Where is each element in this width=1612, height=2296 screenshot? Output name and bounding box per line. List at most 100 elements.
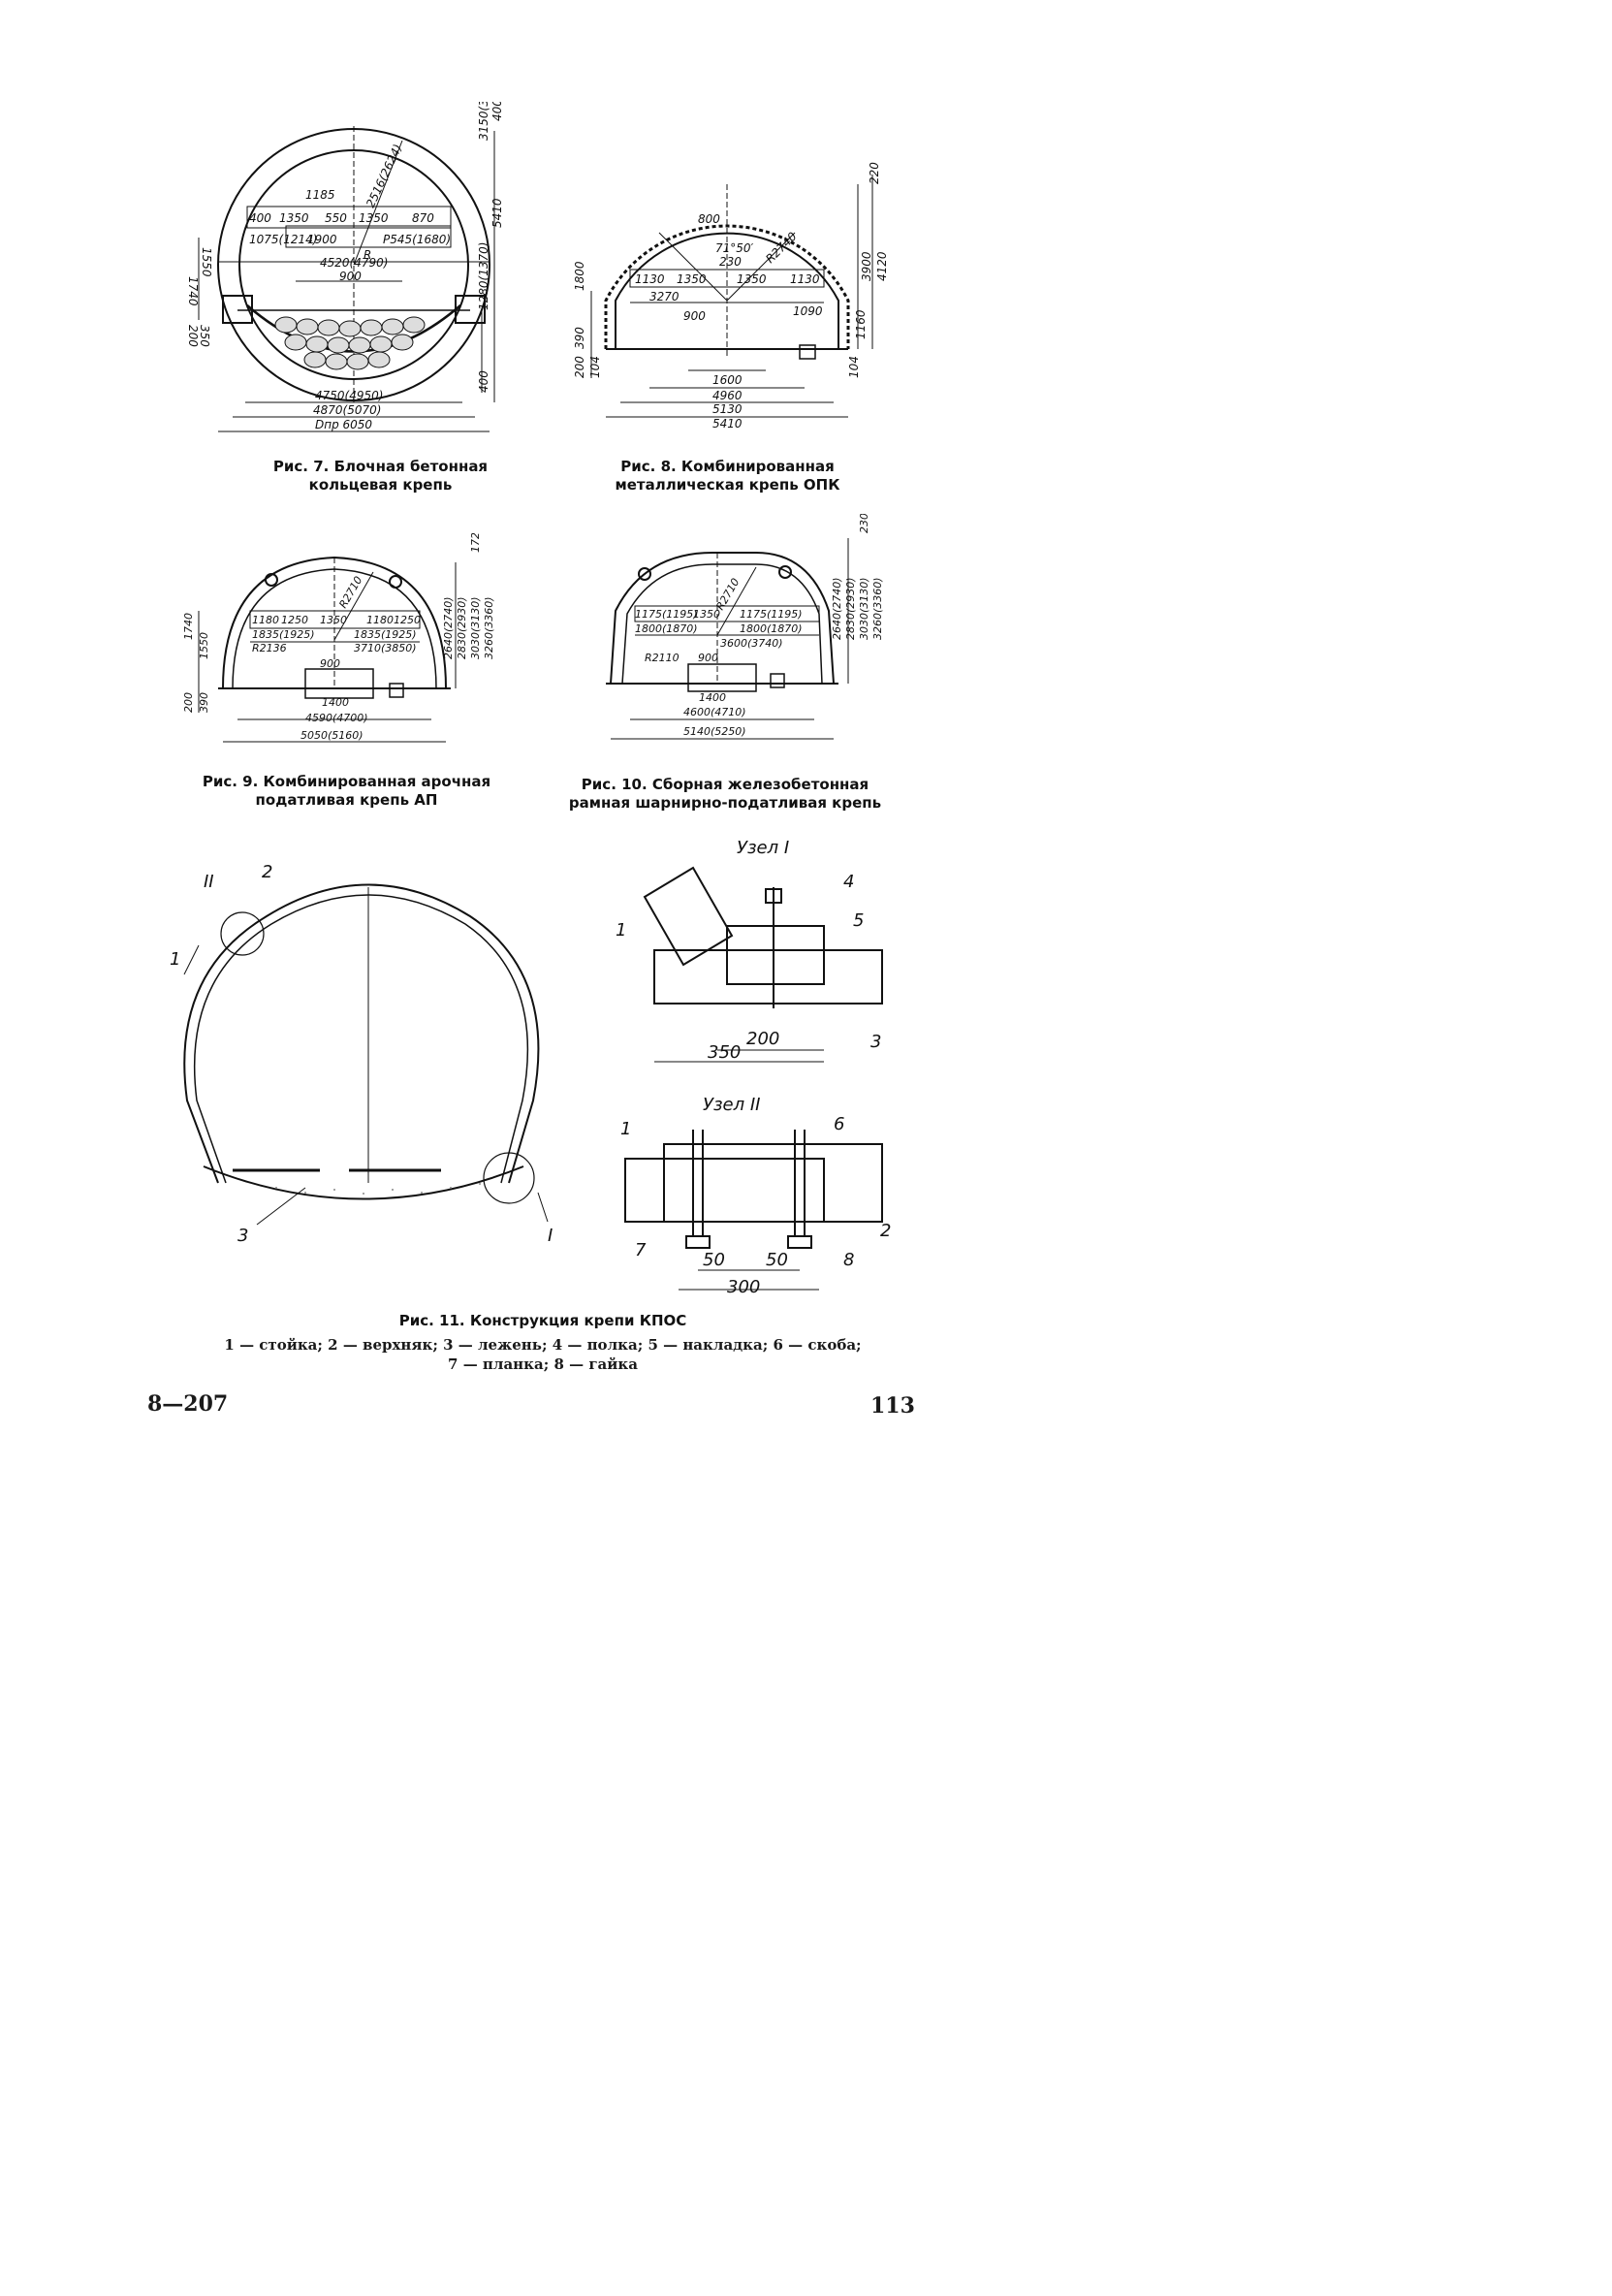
fig11-label: II [204, 872, 214, 892]
fig8-label: 1350 [737, 272, 767, 286]
fig10-caption: Рис. 10. Сборная железобетонная рамная ш… [568, 776, 882, 812]
fig9-label: 5050(5160) [300, 729, 363, 742]
fig7-label: 550 [325, 211, 347, 225]
fig7-label: 5410 [490, 198, 504, 228]
node2-label: 8 [843, 1250, 854, 1270]
footer-signature: 8—207 [147, 1391, 229, 1417]
fig11-label: 1 [170, 949, 180, 970]
node1-label: 4 [843, 872, 854, 892]
fig10-label: 5140(5250) [683, 725, 746, 738]
fig11-label: 2 [262, 862, 272, 882]
fig7-drawing: 1185 2516(2624) R 400 1350 550 1350 870 … [186, 102, 504, 432]
book-page: 1185 2516(2624) R 400 1350 550 1350 870 … [0, 0, 1069, 1518]
fig10-label: 1400 [699, 691, 726, 704]
fig7-label: R [363, 248, 371, 262]
fig9-drawing: R2710 1180 1250 1350 1180 1250 1835(1925… [182, 533, 495, 743]
fig7-label: 4870(5070) [313, 403, 381, 417]
fig9-label: 3710(3850) [354, 642, 417, 654]
fig10-label: 900 [698, 652, 718, 664]
node1-label: 350 [708, 1042, 741, 1063]
fig7-label: 900 [339, 270, 362, 283]
node2-label: 2 [880, 1221, 891, 1241]
fig8-label: 1600 [712, 373, 743, 387]
fig8-label: 800 [698, 212, 720, 226]
fig10-label: 2640(2740) [831, 577, 843, 640]
fig9-label: R2710 [336, 574, 364, 610]
fig7-label: 1550 [200, 247, 213, 277]
fig7-label: 400 [477, 370, 490, 393]
fig9-caption: Рис. 9. Комбинированная арочная податлив… [202, 773, 491, 809]
fig7-label: 1185 [305, 188, 335, 202]
fig8-label: 1130 [635, 272, 665, 286]
fig10-label: 1350 [693, 608, 720, 621]
fig7-label: 4750(4950) [315, 389, 383, 402]
fig11-label: I [548, 1226, 553, 1246]
fig8-label: 1090 [793, 304, 823, 318]
fig8-label: 4960 [712, 389, 743, 402]
fig9-label: 3260(3360) [483, 596, 495, 659]
fig9-label: 172 [469, 533, 482, 553]
fig8-label: R2740 [763, 229, 800, 266]
fig7-label: 3150(3290) [477, 102, 490, 141]
fig8-label: 1160 [854, 309, 868, 339]
fig10-drawing: R2710 1175(1195) 1350 1175(1195) 1800(18… [606, 514, 884, 740]
node1-label: 3 [870, 1032, 881, 1052]
fig10-label: 1800(1870) [635, 622, 698, 635]
fig9-label: 2830(2930) [456, 596, 468, 659]
fig9-label: 1250 [394, 614, 421, 626]
fig10-label: R2710 [713, 576, 742, 612]
fig9-label: 1835(1925) [354, 628, 417, 641]
fig10-label: 1175(1195) [635, 608, 698, 621]
fig9-label: 200 [182, 692, 195, 713]
fig7-label: P545(1680) [383, 233, 451, 246]
fig9-label: 1180 [366, 614, 394, 626]
fig11-node1-drawing: Узел I 4 5 1 3 200 350 [616, 838, 883, 1063]
fig7-label: 1280(1370) [477, 242, 490, 310]
fig8-label: 1350 [677, 272, 707, 286]
fig9-label: 1180 [252, 614, 279, 626]
fig10-label: 230 [858, 514, 870, 533]
node2-title: Узел II [703, 1095, 760, 1115]
fig8-drawing: 800 71°50′ 230 R2740 1130 1350 1350 1130… [573, 162, 889, 430]
fig8-label: 5410 [712, 417, 743, 430]
fig9-label: 1740 [182, 613, 195, 640]
page-number: 113 [870, 1393, 915, 1419]
fig7-label: 1740 [186, 276, 200, 306]
fig7-label: 400 [490, 102, 504, 121]
fig8-label: 1130 [790, 272, 820, 286]
fig7-label: 1350 [359, 211, 389, 225]
fig8-label: 5130 [712, 402, 743, 416]
fig8-label: 200 [573, 356, 586, 378]
fig10-label: R2110 [645, 652, 680, 664]
fig8-label: 1800 [573, 261, 586, 291]
fig7-label: 200 [186, 325, 200, 347]
fig10-label: 2830(2930) [844, 577, 857, 640]
node1-title: Узел I [737, 838, 789, 858]
fig9-label: 900 [320, 657, 340, 670]
node1-label: 1 [616, 920, 626, 941]
fig8-label: 104 [847, 356, 861, 378]
fig7-caption: Рис. 7. Блочная бетонная кольцевая крепь [272, 458, 489, 494]
fig8-label: 220 [868, 162, 881, 184]
fig7-label: 870 [412, 211, 434, 225]
fig11-main-drawing: II 2 1 3 I [170, 862, 553, 1246]
node1-label: 5 [853, 910, 864, 931]
fig8-label: 71°50′ [715, 241, 754, 255]
fig7-label: 4520(4790) [320, 256, 388, 270]
fig9-label: 4590(4700) [305, 712, 368, 724]
fig8-label: 4120 [875, 251, 889, 281]
fig9-label: 3030(3130) [469, 596, 482, 659]
fig8-label: 3270 [649, 290, 680, 303]
fig10-label: 3030(3130) [858, 577, 870, 640]
fig8-label: 900 [683, 309, 706, 323]
node1-label: 200 [746, 1029, 779, 1049]
fig10-label: 1800(1870) [740, 622, 803, 635]
fig11-caption: Рис. 11. Конструкция крепи КПОС [398, 1312, 687, 1329]
fig8-label: 230 [719, 255, 742, 269]
fig7-label: 1075(1214) [249, 233, 317, 246]
fig10-label: 3260(3360) [871, 577, 884, 640]
fig9-label: 1550 [198, 632, 210, 659]
fig9-label: 390 [198, 692, 210, 713]
fig7-label: Dпр 6050 [315, 418, 372, 431]
fig9-label: 1350 [320, 614, 347, 626]
